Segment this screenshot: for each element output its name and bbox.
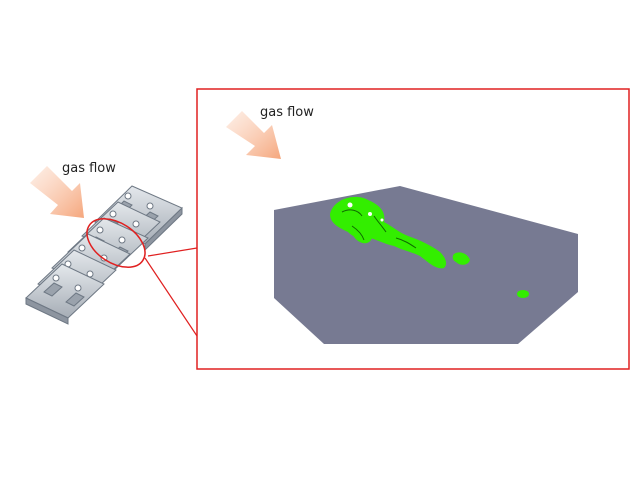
- part-array: [25, 185, 183, 325]
- gas-flow-arrow-left: [30, 166, 84, 218]
- gas-flow-arrow-right: [226, 111, 281, 159]
- part-strip-front: [25, 263, 105, 325]
- gas-flow-label-left: gas flow: [62, 161, 116, 176]
- deposit-shading: [341, 209, 417, 249]
- plate-surface: [274, 186, 578, 344]
- zoom-connector-lines: [144, 247, 198, 337]
- deposit-highlights: [347, 202, 384, 222]
- gas-flow-label-right: gas flow: [260, 105, 314, 120]
- zoom-inset-frame: [196, 88, 630, 370]
- deposit-regions: [330, 196, 529, 298]
- highlight-ellipse: [86, 218, 146, 268]
